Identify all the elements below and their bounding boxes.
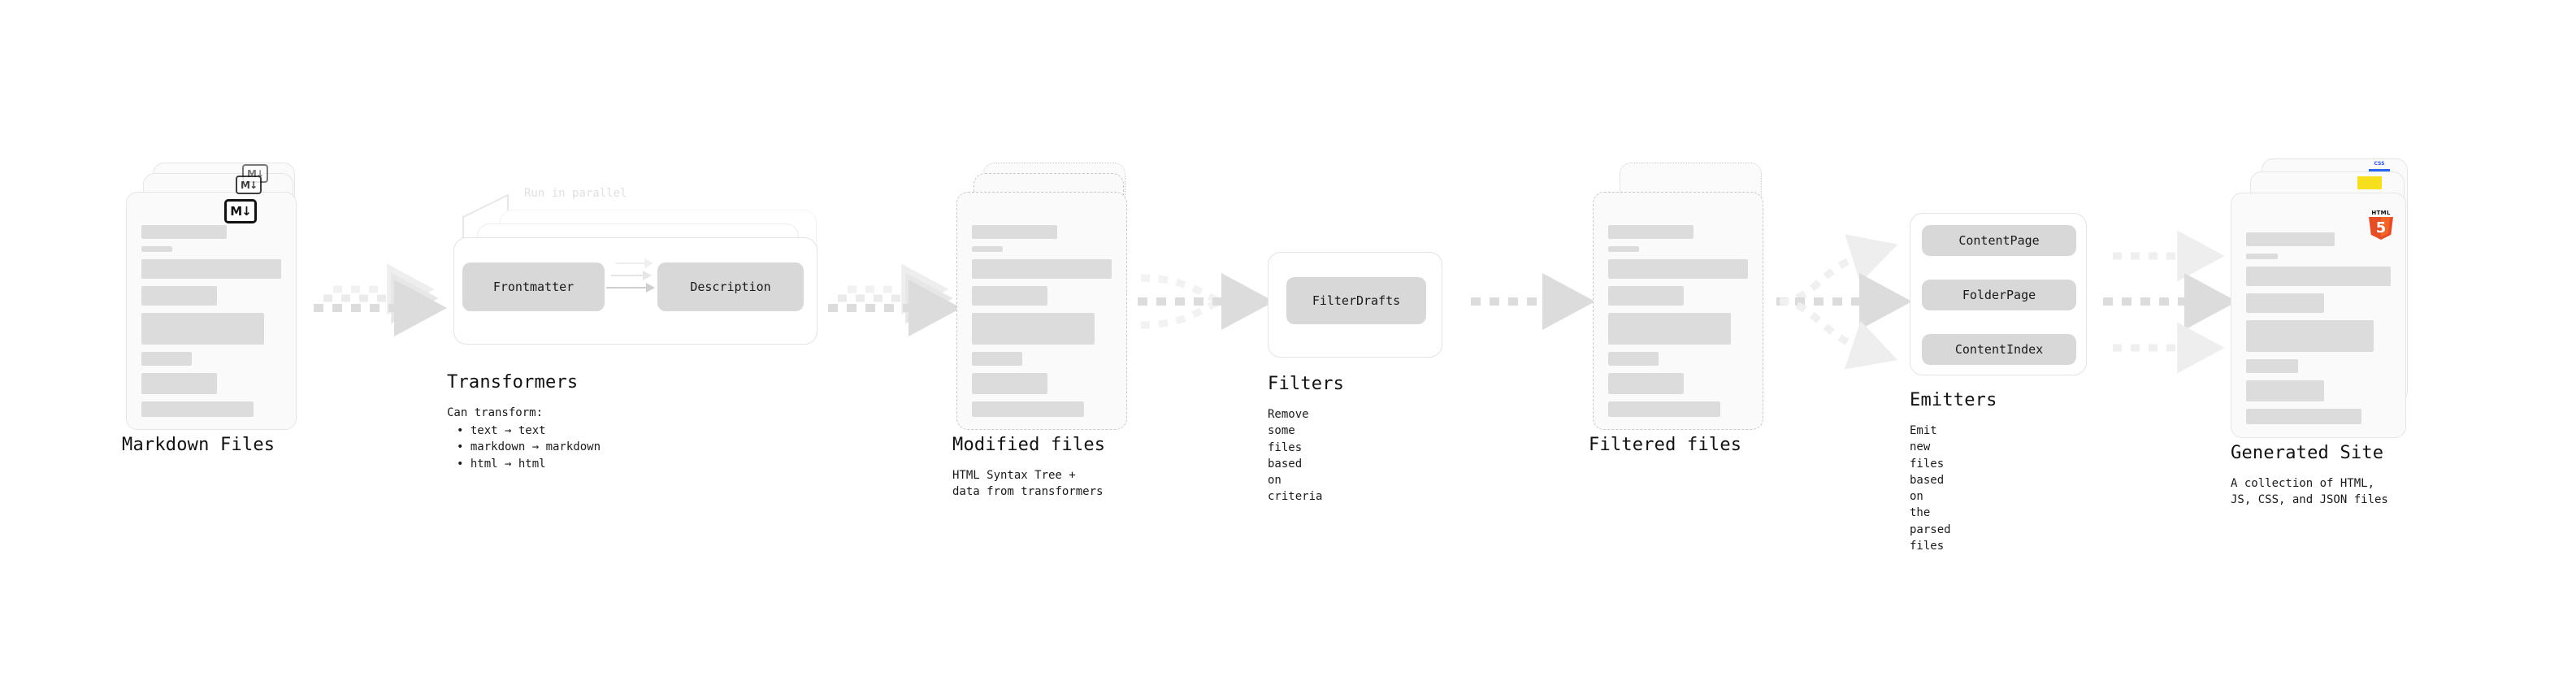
arrow-transformers-to-modified xyxy=(828,263,961,336)
js-icon xyxy=(2357,176,2382,189)
markdown-icon-mid: M↓ xyxy=(236,176,262,194)
arrow-filtered-to-emitters xyxy=(1776,234,1912,370)
site-card-stack: CSS HTML 5 xyxy=(2231,158,2434,438)
stage-transformers: Run in parallel · · · · Frontmatter Desc… xyxy=(447,187,829,471)
markdown-card-bars xyxy=(141,225,281,424)
emitters-box[interactable]: ContentPage FolderPage ContentIndex xyxy=(1910,213,2087,375)
transformers-sub-lead: Can transform: xyxy=(447,406,544,419)
stage-filtered-files: Filtered files xyxy=(1589,163,1780,455)
arrow-modified-to-filters xyxy=(1138,273,1274,330)
modified-card-bars xyxy=(972,225,1112,424)
site-card-bars xyxy=(2246,232,2391,432)
css3-icon-label: CSS xyxy=(2374,161,2385,167)
stage-title-transformers: Transformers xyxy=(447,372,579,393)
chip-contentpage[interactable]: ContentPage xyxy=(1922,225,2076,256)
stage-sub-filters: Remove some files based on criteria xyxy=(1268,408,1323,504)
html5-icon-digit: 5 xyxy=(2375,219,2387,236)
markdown-card-front xyxy=(126,192,297,430)
modified-card-stack xyxy=(952,163,1143,431)
markdown-icon: M↓ xyxy=(224,199,257,223)
stage-title-generated-site: Generated Site xyxy=(2231,443,2384,463)
markdown-card-stack: M↓ M↓ M↓ xyxy=(122,163,313,431)
chip-contentindex[interactable]: ContentIndex xyxy=(1922,334,2076,365)
filtered-card-front xyxy=(1593,192,1763,430)
stage-sub-generated-site: A collection of HTML, JS, CSS, and JSON … xyxy=(2231,477,2388,507)
stage-generated-site: CSS HTML 5 Generated Site A collection o… xyxy=(2231,158,2434,506)
filters-box[interactable]: FilterDrafts xyxy=(1268,252,1442,358)
filtered-card-bars xyxy=(1608,225,1748,424)
stage-sub-modified-files: HTML Syntax Tree + data from transformer… xyxy=(952,469,1104,499)
stage-title-filters: Filters xyxy=(1268,374,1345,394)
modified-card-front xyxy=(956,192,1127,430)
chip-description[interactable]: Description xyxy=(657,262,804,311)
chip-folderpage[interactable]: FolderPage xyxy=(1922,280,2076,310)
filtered-card-stack xyxy=(1589,163,1780,431)
stage-title-markdown-files: Markdown Files xyxy=(122,435,275,455)
stage-title-emitters: Emitters xyxy=(1910,390,1997,410)
html5-icon-word: HTML xyxy=(2371,210,2391,216)
chip-frontmatter[interactable]: Frontmatter xyxy=(462,262,605,311)
transformers-bullet-0: • text → text xyxy=(457,424,546,437)
transformer-inner-arrows xyxy=(606,258,655,293)
css3-icon: CSS xyxy=(2369,161,2390,171)
stage-markdown-files: M↓ M↓ M↓ Markdown Files xyxy=(122,163,313,455)
html5-icon: HTML 5 xyxy=(2369,210,2393,240)
chip-filterdrafts[interactable]: FilterDrafts xyxy=(1286,277,1426,324)
transformers-bullet-list: • text → text • markdown → markdown • ht… xyxy=(457,423,601,472)
transformers-bullet-2: • html → html xyxy=(457,457,546,471)
stage-title-filtered-files: Filtered files xyxy=(1589,435,1742,455)
arrow-emitters-to-site xyxy=(2103,230,2237,374)
run-in-parallel-label: Run in parallel xyxy=(524,187,627,200)
stage-title-modified-files: Modified files xyxy=(952,435,1106,455)
transformer-box-front[interactable]: Frontmatter Description xyxy=(453,237,817,345)
arrow-markdown-to-transformers xyxy=(314,263,447,336)
stage-modified-files: Modified files HTML Syntax Tree + data f… xyxy=(952,163,1143,498)
transformers-bullet-1: • markdown → markdown xyxy=(457,440,601,454)
transformers-stack: · · · · Frontmatter Description xyxy=(447,187,829,362)
stage-sub-emitters: Emit new files based on the parsed files xyxy=(1910,424,1951,553)
